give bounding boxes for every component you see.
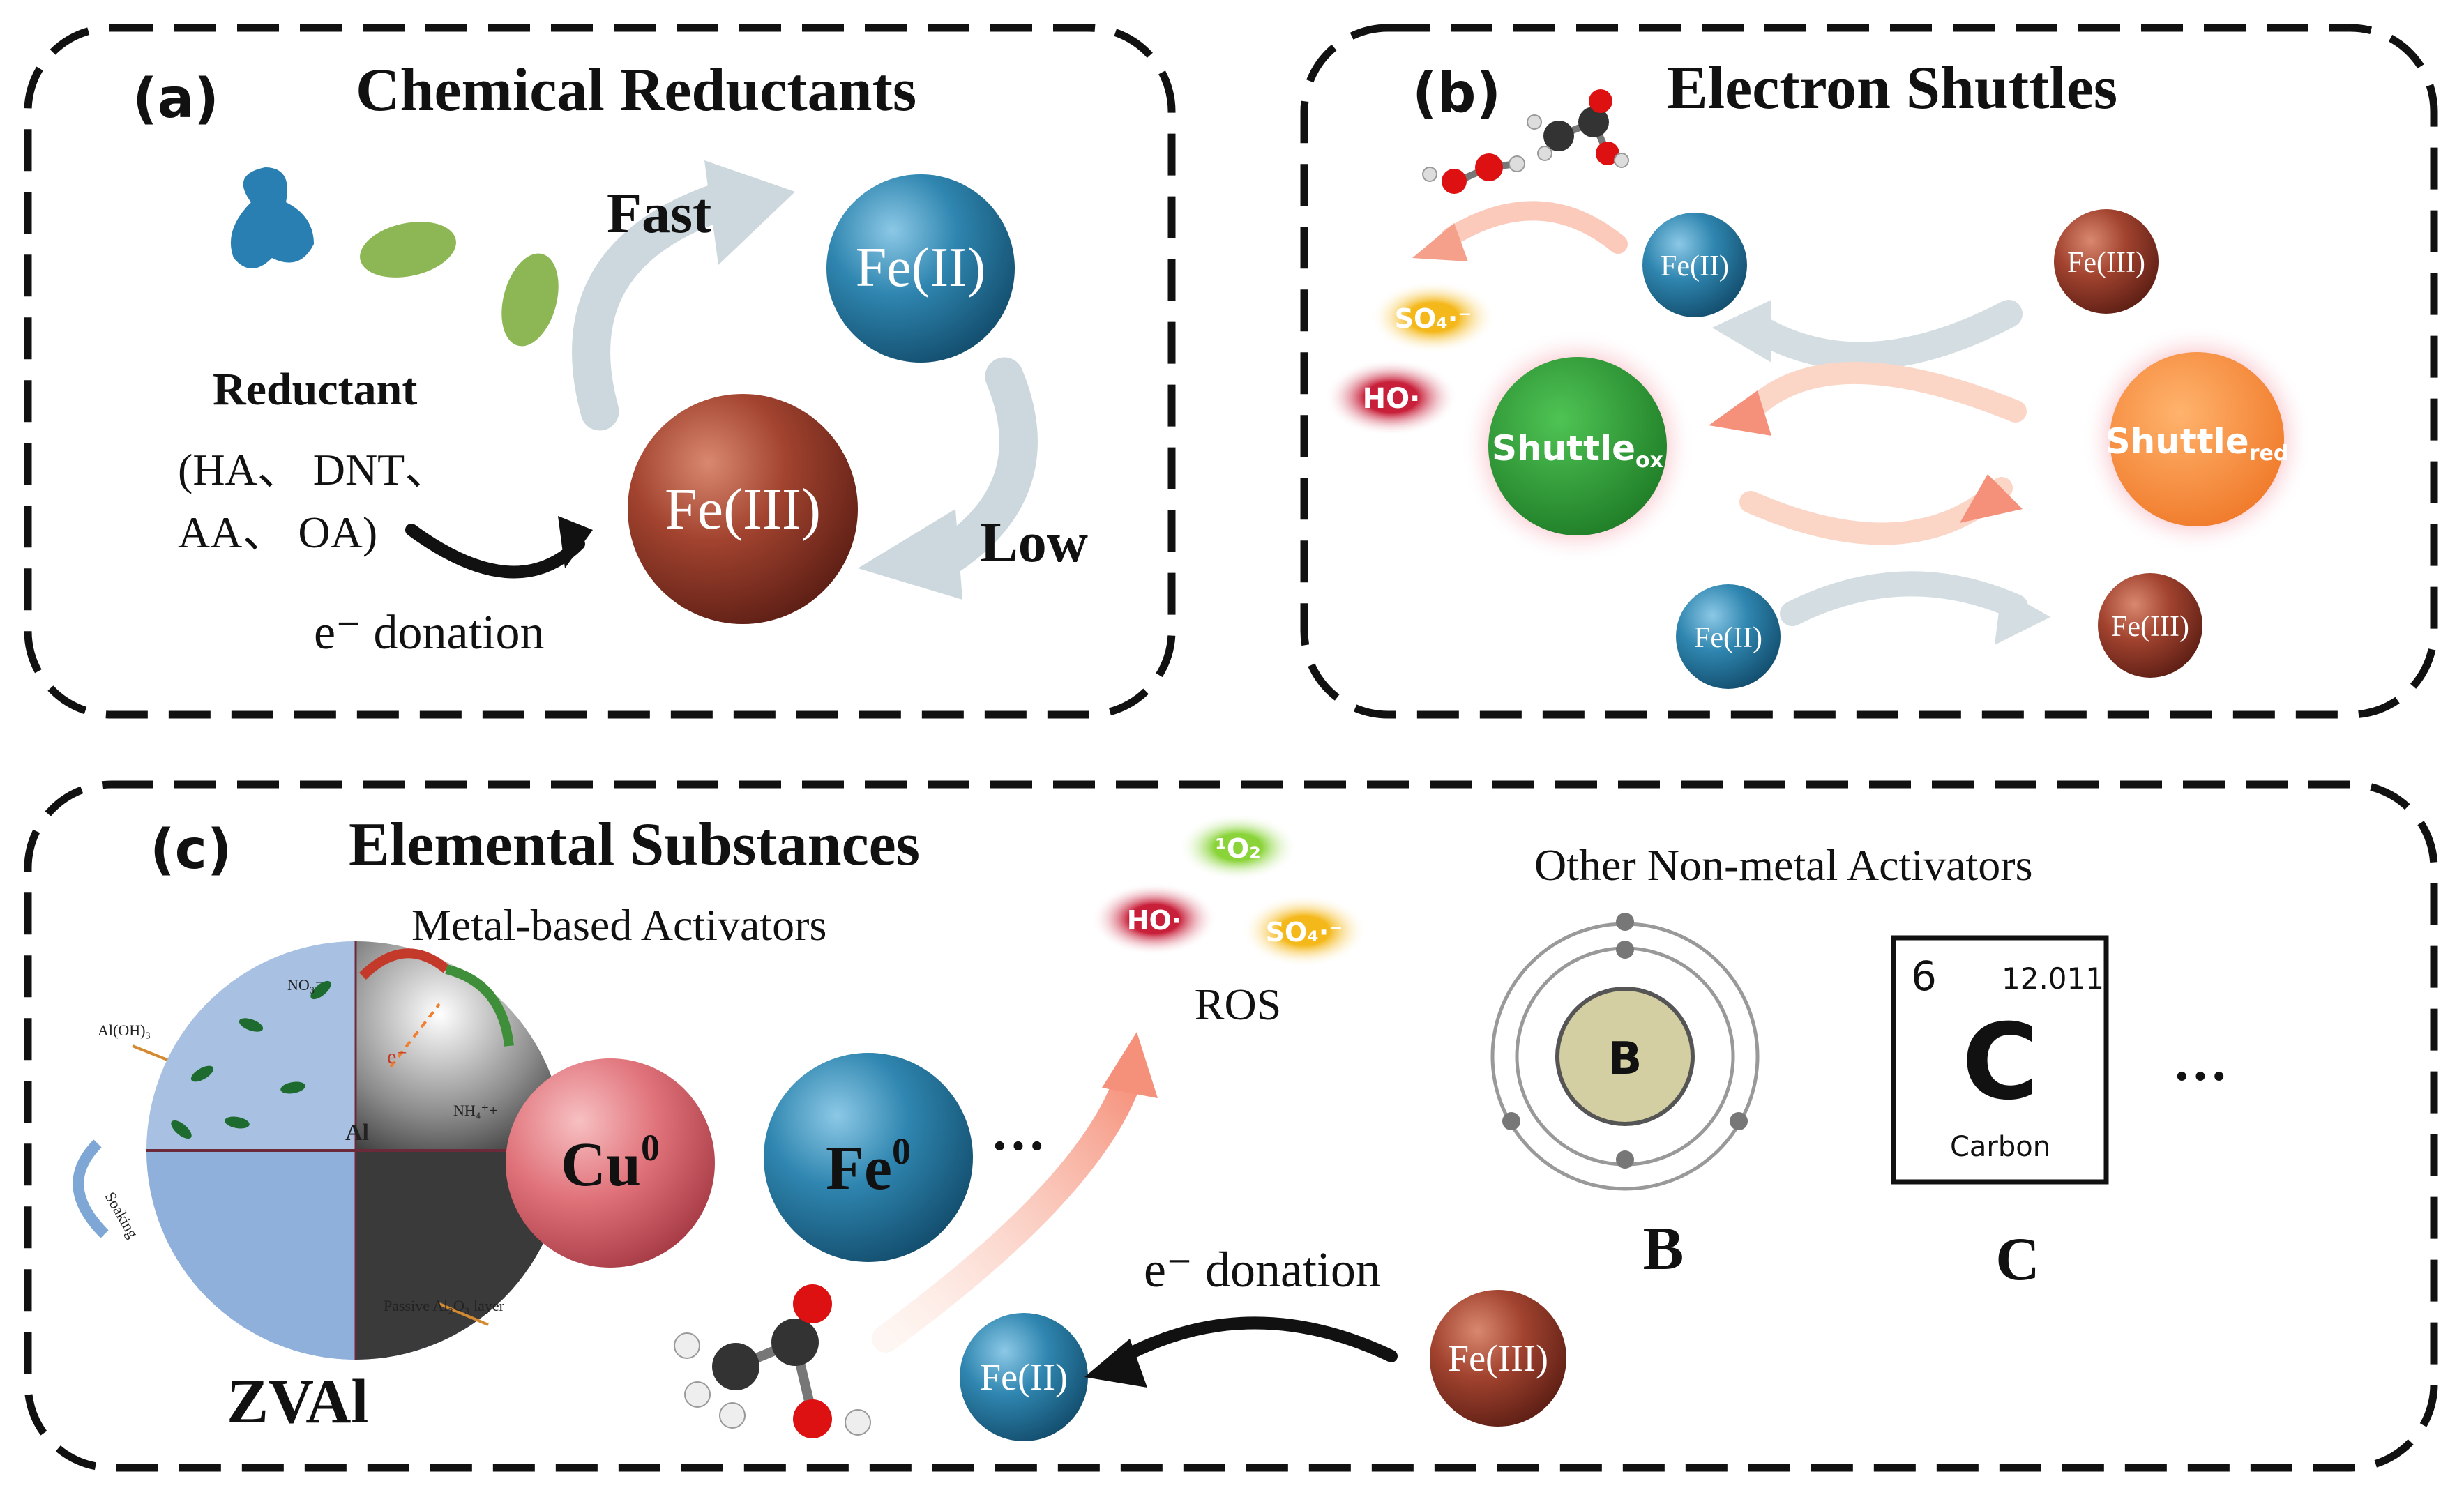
fe2-label-a: Fe(II) <box>856 237 986 298</box>
ros-label: ROS <box>1195 980 1282 1029</box>
ox-to-red-arrowhead-icon <box>1960 474 2023 523</box>
boron-atom-icon: B <box>1490 913 1760 1191</box>
donation-arrow-icon <box>405 524 585 579</box>
fe3-sphere-b-top: Fe(III) <box>2054 209 2159 314</box>
donation-arrowhead-icon-c <box>1084 1339 1147 1388</box>
fe2-to-ros-arrowhead-icon <box>1412 223 1468 261</box>
fe3-label-c: Fe(III) <box>1448 1337 1548 1379</box>
fe3-label-a: Fe(III) <box>665 477 821 542</box>
zval-soaking-text: Soaking <box>102 1189 142 1241</box>
fe0-label: Fe0 <box>826 1130 911 1203</box>
nonmetal-ellipsis: ··· <box>2172 1046 2228 1107</box>
o2-label: ¹O₂ <box>1215 833 1261 864</box>
panel-b-border <box>1300 24 2438 719</box>
fast-arrowhead-icon <box>704 160 795 265</box>
zval-passive-text: Passive Al₂O₃ layer <box>384 1297 505 1314</box>
so4-radical-badge-c: SO₄·⁻ <box>1241 895 1367 967</box>
fe2-to-fe3-arrow-icon <box>1780 571 2028 626</box>
fe2-to-fe3-arrowhead-icon <box>1995 589 2050 645</box>
fe2-sphere-a: Fe(II) <box>826 174 1015 363</box>
donation-arrow-icon-c <box>1106 1316 1398 1369</box>
molecule-ball-stick-icon <box>1422 89 1629 194</box>
zval-e-text: e⁻ <box>387 1045 407 1068</box>
zval-aloh-text: Al(OH)₃ <box>98 1021 151 1039</box>
shuttle-red-label: Shuttlered <box>2106 421 2289 466</box>
low-label: Low <box>980 510 1088 574</box>
metal-ellipsis: ··· <box>990 1116 1046 1177</box>
ho-label-b: HO· <box>1363 383 1421 415</box>
fe3-label-b-bottom: Fe(III) <box>2111 611 2189 643</box>
reductant-examples-line2: AA、 OA) <box>178 508 377 557</box>
panel-a: (a) Chemical Reductants Reductant (HA、 D… <box>24 24 1176 719</box>
donation-text-c: e⁻ donation <box>1144 1242 1381 1298</box>
panel-c-label: (c) <box>150 819 232 881</box>
shuttle-ox-sphere: Shuttleox <box>1460 329 1695 563</box>
fe3-to-fe2-arrow-icon <box>1744 300 2023 370</box>
fe2-label-c: Fe(II) <box>980 1356 1068 1398</box>
ox-to-red-arrow-icon <box>1739 477 2013 545</box>
low-cycle-arrow-icon <box>915 357 1038 584</box>
fe2-sphere-b-bottom: Fe(II) <box>1676 584 1781 689</box>
ho-label-c: HO· <box>1127 905 1182 936</box>
zval-sphere-illustration: Al Al(OH)₃ NO₃⁻ NH₄⁺+ e⁻ Soaking Passive… <box>73 941 565 1360</box>
o2-singlet-badge: ¹O₂ <box>1179 814 1297 881</box>
donation-arrowhead-icon <box>558 516 593 568</box>
panel-b-label: (b) <box>1412 62 1501 125</box>
carbon-symbol: C <box>1962 1002 2039 1123</box>
reductant-examples-line1: (HA、 DNT、 <box>178 445 449 494</box>
cu0-label: Cu0 <box>561 1127 660 1199</box>
donation-text-a: e⁻ donation <box>314 606 544 660</box>
fe2-label-b-top: Fe(II) <box>1661 250 1729 282</box>
reductant-molecules-icon <box>230 167 559 347</box>
reductant-label: Reductant <box>213 364 417 415</box>
zval-no3-text: NO₃⁻ <box>287 976 323 994</box>
cu0-sphere: Cu0 <box>506 1058 715 1268</box>
to-ros-arrowhead-icon <box>1102 1032 1158 1098</box>
fe3-label-b-top: Fe(III) <box>2067 247 2145 279</box>
metal-subtitle: Metal-based Activators <box>411 900 826 950</box>
panel-b: (b) Electron Shuttles SO₄·⁻ <box>1300 24 2438 719</box>
zval-al-text: Al <box>345 1120 369 1146</box>
carbon-atomic-mass: 12.011 <box>2002 962 2104 996</box>
to-ros-arrow-icon <box>872 1060 1144 1353</box>
so4-radical-badge-b: SO₄·⁻ <box>1370 281 1496 354</box>
panel-c-title: Elemental Substances <box>349 811 920 879</box>
shuttle-red-sphere: Shuttlered <box>2082 324 2312 554</box>
carbon-element-tile: 6 12.011 C Carbon <box>1891 935 2109 1185</box>
molecule-ball-stick-icon-c <box>674 1284 871 1438</box>
fe3-sphere-b-bottom: Fe(III) <box>2098 573 2202 678</box>
fe2-label-b-bottom: Fe(II) <box>1694 622 1762 654</box>
fast-cycle-arrow-icon <box>572 183 738 431</box>
low-arrowhead-icon <box>858 509 962 600</box>
ho-radical-badge-c: HO· <box>1091 883 1217 955</box>
panel-a-title: Chemical Reductants <box>356 56 916 124</box>
boron-caption: B <box>1643 1215 1684 1283</box>
carbon-atomic-number: 6 <box>1911 952 1937 1000</box>
fe2-sphere-b-top: Fe(II) <box>1642 213 1747 317</box>
carbon-name: Carbon <box>1950 1131 2050 1163</box>
ho-radical-badge-b: HO· <box>1325 359 1458 436</box>
zval-nh4-text: NH₄⁺+ <box>453 1102 497 1119</box>
fe2-sphere-c: Fe(II) <box>960 1313 1088 1441</box>
zval-label: ZVAl <box>227 1367 368 1436</box>
carbon-caption: C <box>1995 1226 2040 1293</box>
panel-a-label: (a) <box>133 68 219 130</box>
boron-symbol: B <box>1608 1033 1642 1085</box>
fe3-sphere-a: Fe(III) <box>628 394 858 624</box>
fe2-to-ros-arrow-icon <box>1441 201 1628 254</box>
fe0-sphere: Fe0 <box>764 1053 973 1262</box>
panel-c: (c) Elemental Substances Metal-based Act… <box>24 780 2438 1472</box>
fe3-to-fe2-arrowhead-icon <box>1712 300 1771 363</box>
red-to-ox-arrow-icon <box>1739 362 2027 423</box>
so4-label-c: SO₄·⁻ <box>1266 917 1343 948</box>
so4-label-b: SO₄·⁻ <box>1395 303 1472 334</box>
shuttle-ox-label: Shuttleox <box>1492 428 1663 473</box>
fe3-sphere-c: Fe(III) <box>1430 1290 1566 1427</box>
red-to-ox-arrowhead-icon <box>1709 390 1771 436</box>
fast-label: Fast <box>607 181 711 245</box>
nonmetal-subtitle: Other Non-metal Activators <box>1534 840 2032 890</box>
panel-b-title: Electron Shuttles <box>1667 54 2117 122</box>
